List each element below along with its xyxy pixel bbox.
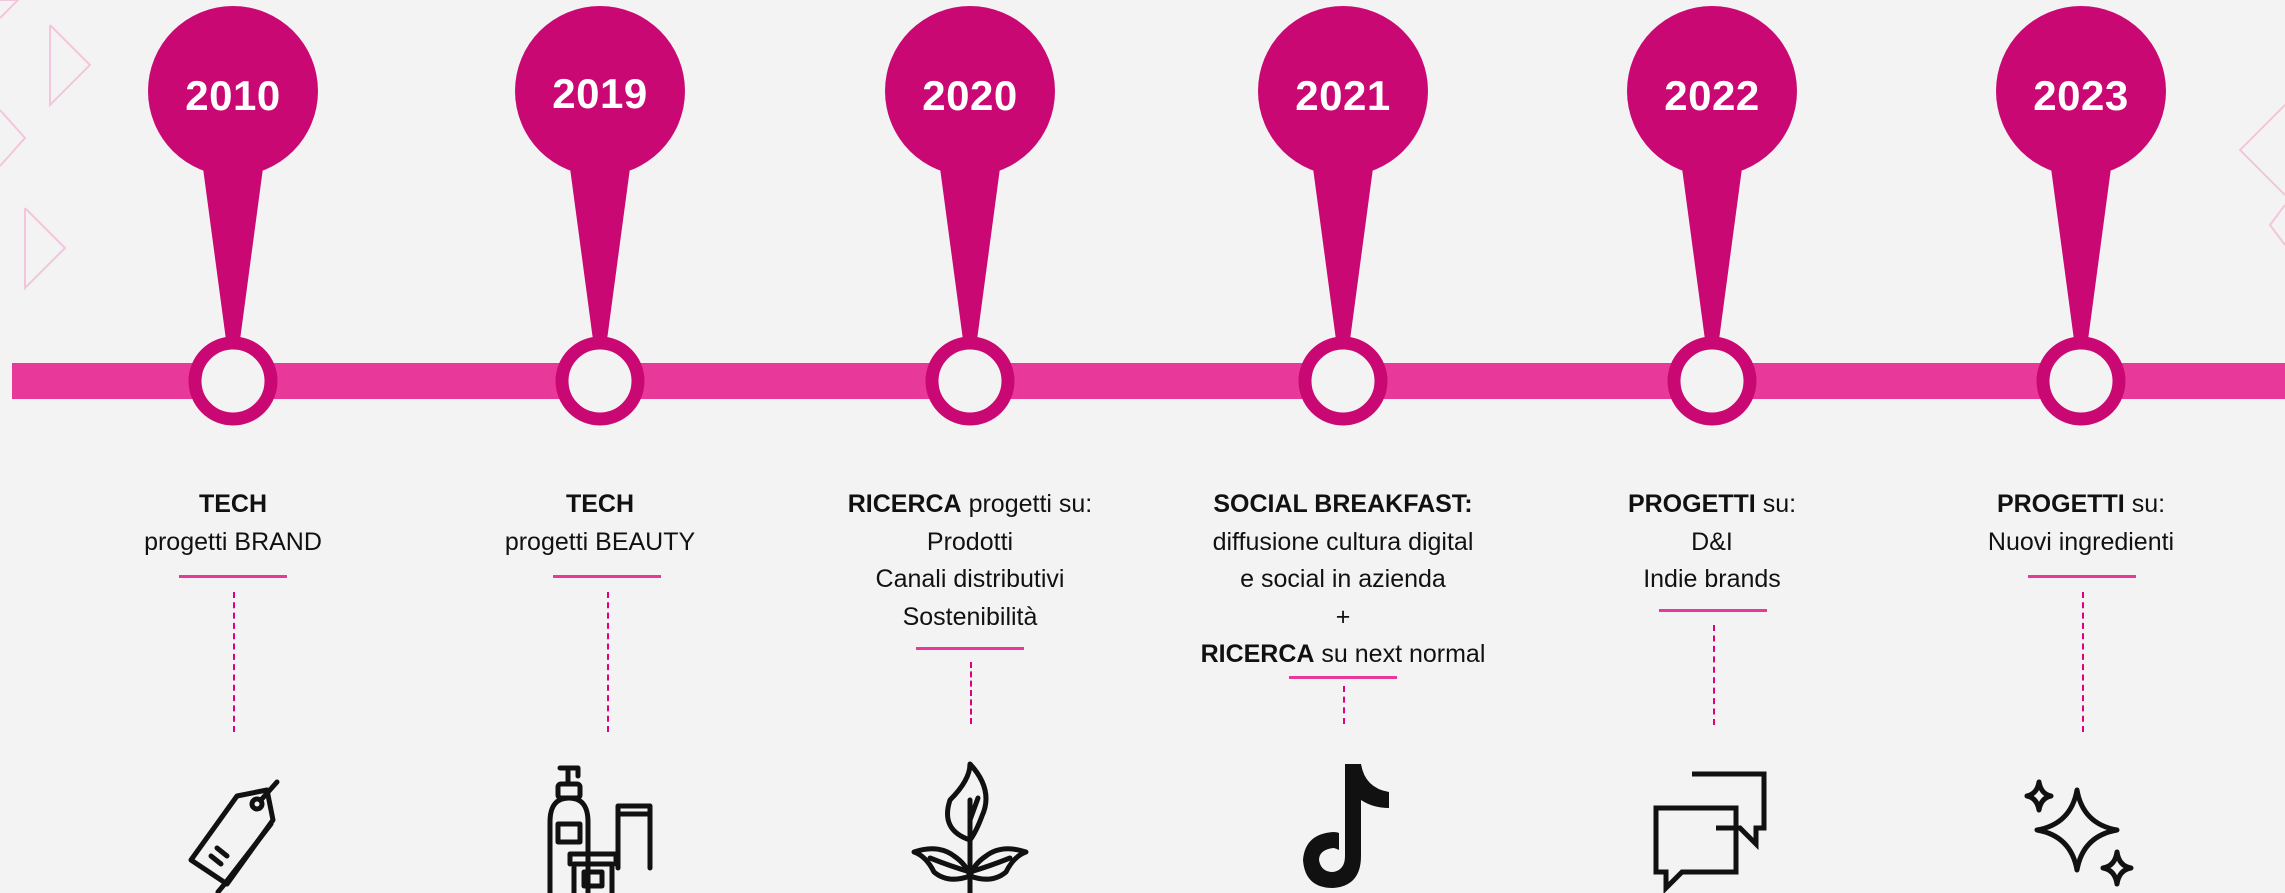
description-line: PROGETTI su: (1627, 490, 1797, 518)
description-line: diffusione cultura digital (1212, 527, 1474, 556)
milestone-2010: 2010 TECH progetti BRAND (48, 0, 418, 893)
dashed-connector (970, 662, 972, 724)
description-line: Sostenibilità (902, 602, 1038, 631)
description-line: PROGETTI su: (1996, 490, 2166, 518)
milestone-2019: 2019 TECH progetti BEAUTY (415, 0, 785, 893)
description-line: progetti BEAUTY (504, 527, 696, 556)
underline-divider (553, 575, 661, 578)
map-pin-2019 (515, 6, 685, 426)
tiktok-icon (1303, 764, 1389, 888)
milestone-description: PROGETTI su: Nuovi ingredienti (1896, 486, 2266, 561)
leaf-plant-icon (911, 761, 1029, 893)
milestone-2021: 2021 SOCIAL BREAKFAST: diffusione cultur… (1158, 0, 1528, 893)
decorative-triangles-right (2238, 104, 2285, 246)
description-line: TECH (198, 490, 268, 518)
description-line: + (1335, 602, 1351, 631)
description-line: D&I (1691, 527, 1733, 556)
dashed-connector (233, 592, 235, 732)
underline-divider (916, 647, 1024, 650)
dashed-connector (1343, 686, 1345, 724)
milestone-description: TECH progetti BRAND (48, 486, 418, 561)
map-pin-2023 (1996, 6, 2166, 426)
description-line: Nuovi ingredienti (1987, 527, 2175, 556)
description-line: TECH (565, 490, 635, 518)
dashed-connector (1713, 625, 1715, 725)
underline-divider (1659, 609, 1767, 612)
year-label: 2023 (2033, 72, 2129, 119)
dashed-connector (607, 592, 609, 732)
price-tag-icon (188, 779, 280, 893)
underline-divider (1289, 676, 1397, 679)
milestone-2023: 2023 PROGETTI su: Nuovi ingredienti (1896, 0, 2266, 893)
milestone-description: SOCIAL BREAKFAST: diffusione cultura dig… (1158, 486, 1528, 674)
year-label: 2020 (922, 72, 1018, 119)
sparkles-icon (2024, 779, 2134, 887)
description-line: RICERCA su next normal (1200, 640, 1486, 668)
milestone-description: TECH progetti BEAUTY (415, 486, 785, 561)
milestone-2020: 2020 RICERCA progetti su: Prodotti Canal… (785, 0, 1155, 893)
decorative-triangles-left (0, 0, 92, 291)
timeline-bar (12, 363, 2285, 399)
description-line: progetti BRAND (144, 527, 322, 556)
description-line: e social in azienda (1240, 565, 1446, 593)
year-label: 2019 (552, 70, 648, 117)
year-label: 2022 (1664, 72, 1760, 119)
description-line: SOCIAL BREAKFAST: (1213, 490, 1473, 518)
underline-divider (179, 575, 287, 578)
milestone-2022: 2022 PROGETTI su: D&I Indie brands (1527, 0, 1897, 893)
dashed-connector (2082, 592, 2084, 732)
map-pin-2020 (885, 6, 1055, 426)
year-label: 2010 (185, 72, 281, 119)
description-line: RICERCA progetti su: (847, 490, 1093, 518)
milestone-description: PROGETTI su: D&I Indie brands (1527, 486, 1897, 599)
year-label: 2021 (1295, 72, 1391, 119)
description-line: Canali distributivi (875, 565, 1065, 593)
underline-divider (2028, 575, 2136, 578)
chat-bubbles-icon (1653, 771, 1767, 893)
map-pin-2021 (1258, 6, 1428, 426)
beauty-products-icon (547, 765, 653, 893)
description-line: Indie brands (1643, 565, 1781, 593)
map-pin-2010 (148, 6, 318, 426)
map-pin-2022 (1627, 6, 1797, 426)
milestone-description: RICERCA progetti su: Prodotti Canali dis… (785, 486, 1155, 636)
description-line: Prodotti (926, 527, 1014, 556)
